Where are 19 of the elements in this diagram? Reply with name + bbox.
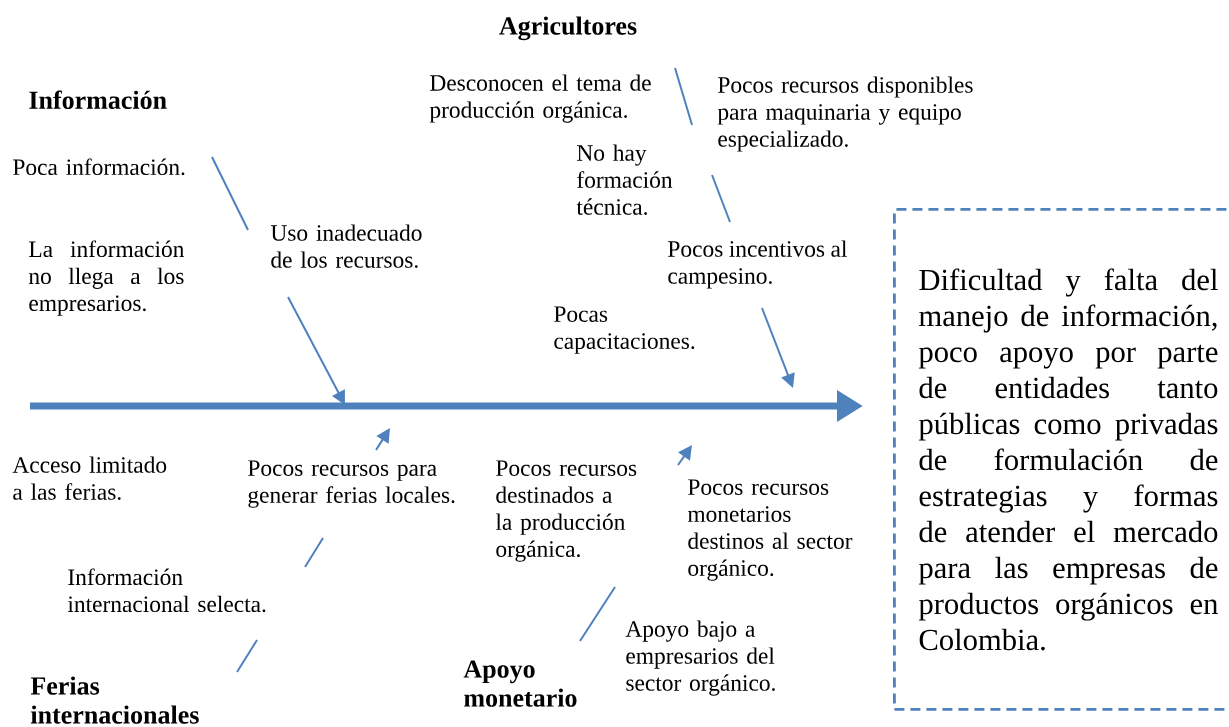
cause-text: Acceso limitado a las ferias.: [12, 456, 167, 500]
cause-text: Poca información.: [13, 158, 185, 176]
cause-text: Desconocen el tema de producción orgánica.: [429, 74, 651, 123]
cause-text: Pocos recursos para generar ferias locales.: [248, 460, 455, 508]
cause-text: La información no llega a los empresarios.: [28, 240, 185, 316]
cause-text: Pocos recursos destinados a la producción orgánica.: [495, 460, 637, 562]
cause-text: Información internacional selecta.: [67, 568, 266, 613]
cause-text: Pocos incentivos al campesino.: [668, 240, 847, 289]
category-heading: Apoyo monetario: [463, 660, 577, 707]
category-heading: Información: [29, 90, 167, 109]
cause-text: Pocos recursos monetarios destinos al sector orgánico.: [687, 479, 853, 581]
cause-text: Pocas capacitaciones.: [554, 306, 695, 354]
cause-text: Apoyo bajo a empresarios del sector orgánico.: [625, 620, 775, 696]
cause-text: No hay formación técnica.: [576, 144, 673, 215]
category-heading: Agricultores: [499, 16, 637, 41]
cause-text: Uso inadecuado de los recursos.: [270, 224, 422, 268]
cause-text: Pocos recursos disponibles para maquinaria y equipo especializado.: [717, 76, 973, 152]
category-heading: Ferias internacionales: [30, 676, 199, 724]
effect-box: Dificultad y falta del manejo de información, poco apoyo por parte de entidades tanto públicas como privadas de formulación de estrategias y formas de atender el mercado para las empresas de productos orgánicos en Colombia.: [893, 208, 1229, 711]
